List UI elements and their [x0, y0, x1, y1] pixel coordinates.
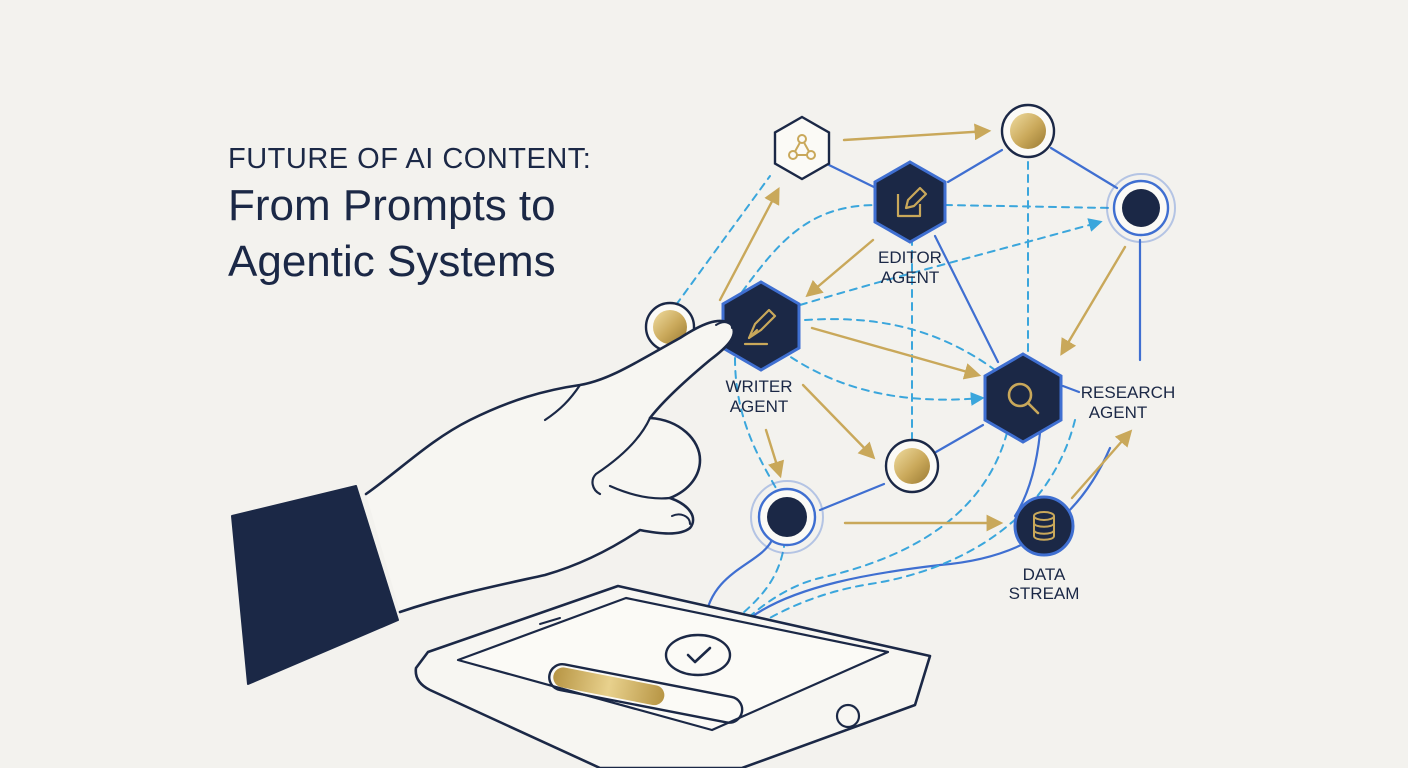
gold-arrow: [810, 326, 982, 380]
headline-title-line-1: From Prompts to: [228, 181, 556, 230]
connector: [818, 482, 886, 512]
editor-agent-label: AGENT: [881, 268, 940, 287]
gold-node: [884, 438, 940, 494]
fingernail: [715, 321, 733, 329]
data-stream-node: [1013, 495, 1075, 557]
writer-agent-label: AGENT: [730, 397, 789, 416]
navy-node: [750, 480, 824, 554]
tablet: [414, 584, 932, 768]
edit-icon: [896, 186, 928, 218]
gold-arrow: [842, 123, 992, 142]
connector: [1061, 384, 1081, 394]
navy-node: [1106, 173, 1176, 243]
gold-arrows: [718, 123, 1133, 532]
solid-connectors: [703, 146, 1142, 624]
tablet-home-button: [835, 703, 861, 729]
gold-arrow: [764, 428, 785, 479]
gold-arrow: [718, 187, 780, 302]
dashed-connector: [734, 419, 1011, 631]
editor-agent-node: [873, 160, 947, 244]
gold-node: [1000, 103, 1056, 159]
thumbnail: [671, 513, 691, 525]
research-agent-label: RESEARCH: [1081, 383, 1175, 402]
research-agent-node: [983, 352, 1063, 444]
connector: [933, 234, 1000, 364]
gold-arrow: [1060, 245, 1127, 356]
checkmark-badge: [664, 633, 732, 677]
dashed-connector: [741, 204, 878, 293]
database-icon: [1033, 511, 1055, 541]
finger-line: [608, 484, 672, 500]
hand: [231, 319, 736, 685]
finger-line: [543, 383, 582, 422]
dashed-connector: [769, 341, 985, 406]
connector: [934, 423, 985, 454]
connector: [827, 163, 882, 192]
gold-arrow: [801, 383, 876, 460]
network-icon: [788, 134, 816, 160]
dashed-connector: [804, 318, 996, 371]
finger-line: [591, 416, 652, 496]
connector: [946, 148, 1004, 184]
pen-nib-icon: [743, 308, 777, 346]
writer-agent-label: WRITER: [725, 377, 792, 396]
network-node: [773, 115, 831, 181]
editor-agent-label: EDITOR: [878, 248, 942, 267]
headline-kicker: FUTURE OF AI CONTENT:: [228, 143, 592, 175]
dashed-connector: [749, 419, 1076, 631]
magnifier-icon: [1007, 382, 1040, 415]
connector: [1049, 146, 1119, 190]
data-stream-label: DATA: [1023, 565, 1066, 584]
progress-fill: [553, 667, 665, 706]
checkmark-icon: [686, 646, 712, 664]
headline-title-line-2: Agentic Systems: [228, 237, 556, 286]
dashed-connector: [799, 218, 1103, 306]
dashed-connector: [734, 357, 781, 496]
dashed-connectors: [675, 161, 1113, 631]
writer-agent-node: [721, 280, 801, 372]
progress-track: [548, 663, 744, 724]
tablet-speaker: [539, 617, 561, 625]
gold-arrow: [1070, 429, 1133, 500]
gold-arrow: [805, 238, 875, 298]
sleeve-cuff: [231, 485, 399, 685]
hand-outline: [364, 319, 736, 614]
data-stream-label: STREAM: [1009, 584, 1080, 603]
dashed-connector: [675, 175, 771, 306]
research-agent-label: AGENT: [1089, 403, 1148, 422]
headline: FUTURE OF AI CONTENT: From Prompts to Ag…: [228, 140, 591, 290]
